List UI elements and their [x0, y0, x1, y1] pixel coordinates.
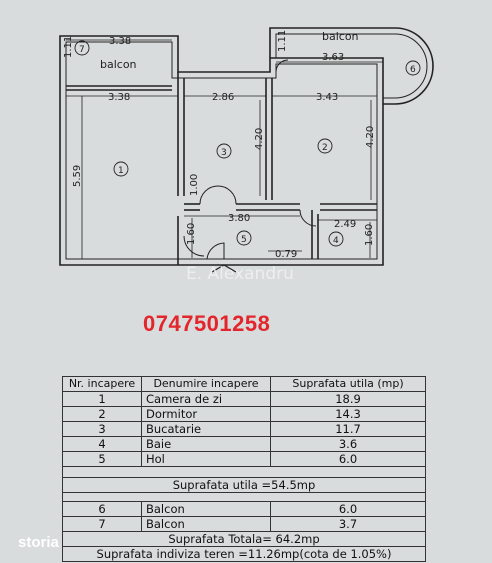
- room-2-number: 2: [322, 143, 328, 153]
- phone-number[interactable]: 0747501258: [143, 311, 271, 336]
- indiviza-row: Suprafata indiviza teren =11.26mp(cota d…: [62, 546, 426, 562]
- rooms-table: Nr. incapere Denumire incapere Suprafata…: [62, 376, 426, 562]
- dim-balcony-top: 3.38: [109, 36, 131, 47]
- cell-area: 6.0: [270, 451, 426, 467]
- dim-door-height: 1.00: [189, 174, 200, 196]
- header-area: Suprafata utila (mp): [270, 376, 426, 392]
- cell-area: 14.3: [270, 406, 426, 422]
- room-7-number: 7: [79, 45, 85, 55]
- cell-nr: 4: [62, 436, 142, 452]
- dim-kitchen-height: 4.20: [254, 128, 265, 150]
- dim-living-height: 5.59: [72, 165, 83, 187]
- dim-hall-width: 3.80: [228, 213, 250, 224]
- table-spacer-row: [62, 466, 426, 478]
- dim-left-balcony-depth: 1.11: [63, 36, 74, 58]
- dim-hall-height: 1.60: [186, 223, 197, 245]
- table-header-row: Nr. incapere Denumire incapere Suprafata…: [62, 376, 426, 392]
- table-spacer-row: [62, 492, 426, 502]
- dim-bath-door: 0.79: [275, 249, 297, 260]
- cell-name: Dormitor: [141, 406, 271, 422]
- table-row: 6 Balcon 6.0: [62, 501, 426, 517]
- cell-area: 6.0: [270, 501, 426, 517]
- cell-name: Hol: [141, 451, 271, 467]
- cell-name: Baie: [141, 436, 271, 452]
- cell-name: Bucatarie: [141, 421, 271, 437]
- grand-total: Suprafata Totala= 64.2mp: [62, 531, 426, 547]
- table-row: 3 Bucatarie 11.7: [62, 421, 426, 437]
- cell-nr: 7: [62, 516, 142, 532]
- table-row: 4 Baie 3.6: [62, 436, 426, 452]
- cell-nr: 6: [62, 501, 142, 517]
- cell-nr: 2: [62, 406, 142, 422]
- useful-total-row: Suprafata utila =54.5mp: [62, 477, 426, 493]
- storia-logo: storia: [18, 534, 59, 551]
- indiviza-total: Suprafata indiviza teren =11.26mp(cota d…: [62, 546, 426, 562]
- right-balcony: [269, 27, 434, 105]
- header-name: Denumire incapere: [141, 376, 271, 392]
- table-row: 7 Balcon 3.7: [62, 516, 426, 532]
- table-row: 5 Hol 6.0: [62, 451, 426, 467]
- cell-name: Balcon: [141, 501, 271, 517]
- watermark: E. Alexandru: [186, 264, 294, 284]
- cell-area: 3.7: [270, 516, 426, 532]
- room-1-number: 1: [118, 166, 124, 176]
- room-3-number: 3: [221, 148, 227, 158]
- dim-balcony-right: 3.63: [322, 52, 344, 63]
- useful-total: Suprafata utila =54.5mp: [62, 477, 426, 493]
- label-balcon-left: balcon: [100, 58, 137, 71]
- inner-wall: [65, 41, 378, 260]
- room-4-number: 4: [333, 236, 339, 246]
- dim-bedroom-height: 4.20: [365, 126, 376, 148]
- room-6-number: 6: [410, 65, 416, 75]
- cell-area: 3.6: [270, 436, 426, 452]
- cell-nr: 3: [62, 421, 142, 437]
- dim-kitchen-width: 2.86: [212, 92, 234, 103]
- dim-right-balcony-depth: 1.11: [277, 30, 288, 52]
- dim-living-width: 3.38: [108, 92, 130, 103]
- cell-nr: 1: [62, 391, 142, 407]
- cell-area: 18.9: [270, 391, 426, 407]
- dim-bedroom-width: 3.43: [316, 92, 338, 103]
- grand-total-row: Suprafata Totala= 64.2mp: [62, 531, 426, 547]
- cell-area: 11.7: [270, 421, 426, 437]
- dim-bath-width: 2.49: [334, 219, 356, 230]
- label-balcon-right: balcon: [322, 30, 359, 43]
- table-row: 1 Camera de zi 18.9: [62, 391, 426, 407]
- cell-nr: 5: [62, 451, 142, 467]
- header-nr: Nr. incapere: [62, 376, 142, 392]
- cell-name: Balcon: [141, 516, 271, 532]
- table-row: 2 Dormitor 14.3: [62, 406, 426, 422]
- dim-bath-height: 1.60: [364, 224, 375, 246]
- cell-name: Camera de zi: [141, 391, 271, 407]
- room-5-number: 5: [241, 235, 247, 245]
